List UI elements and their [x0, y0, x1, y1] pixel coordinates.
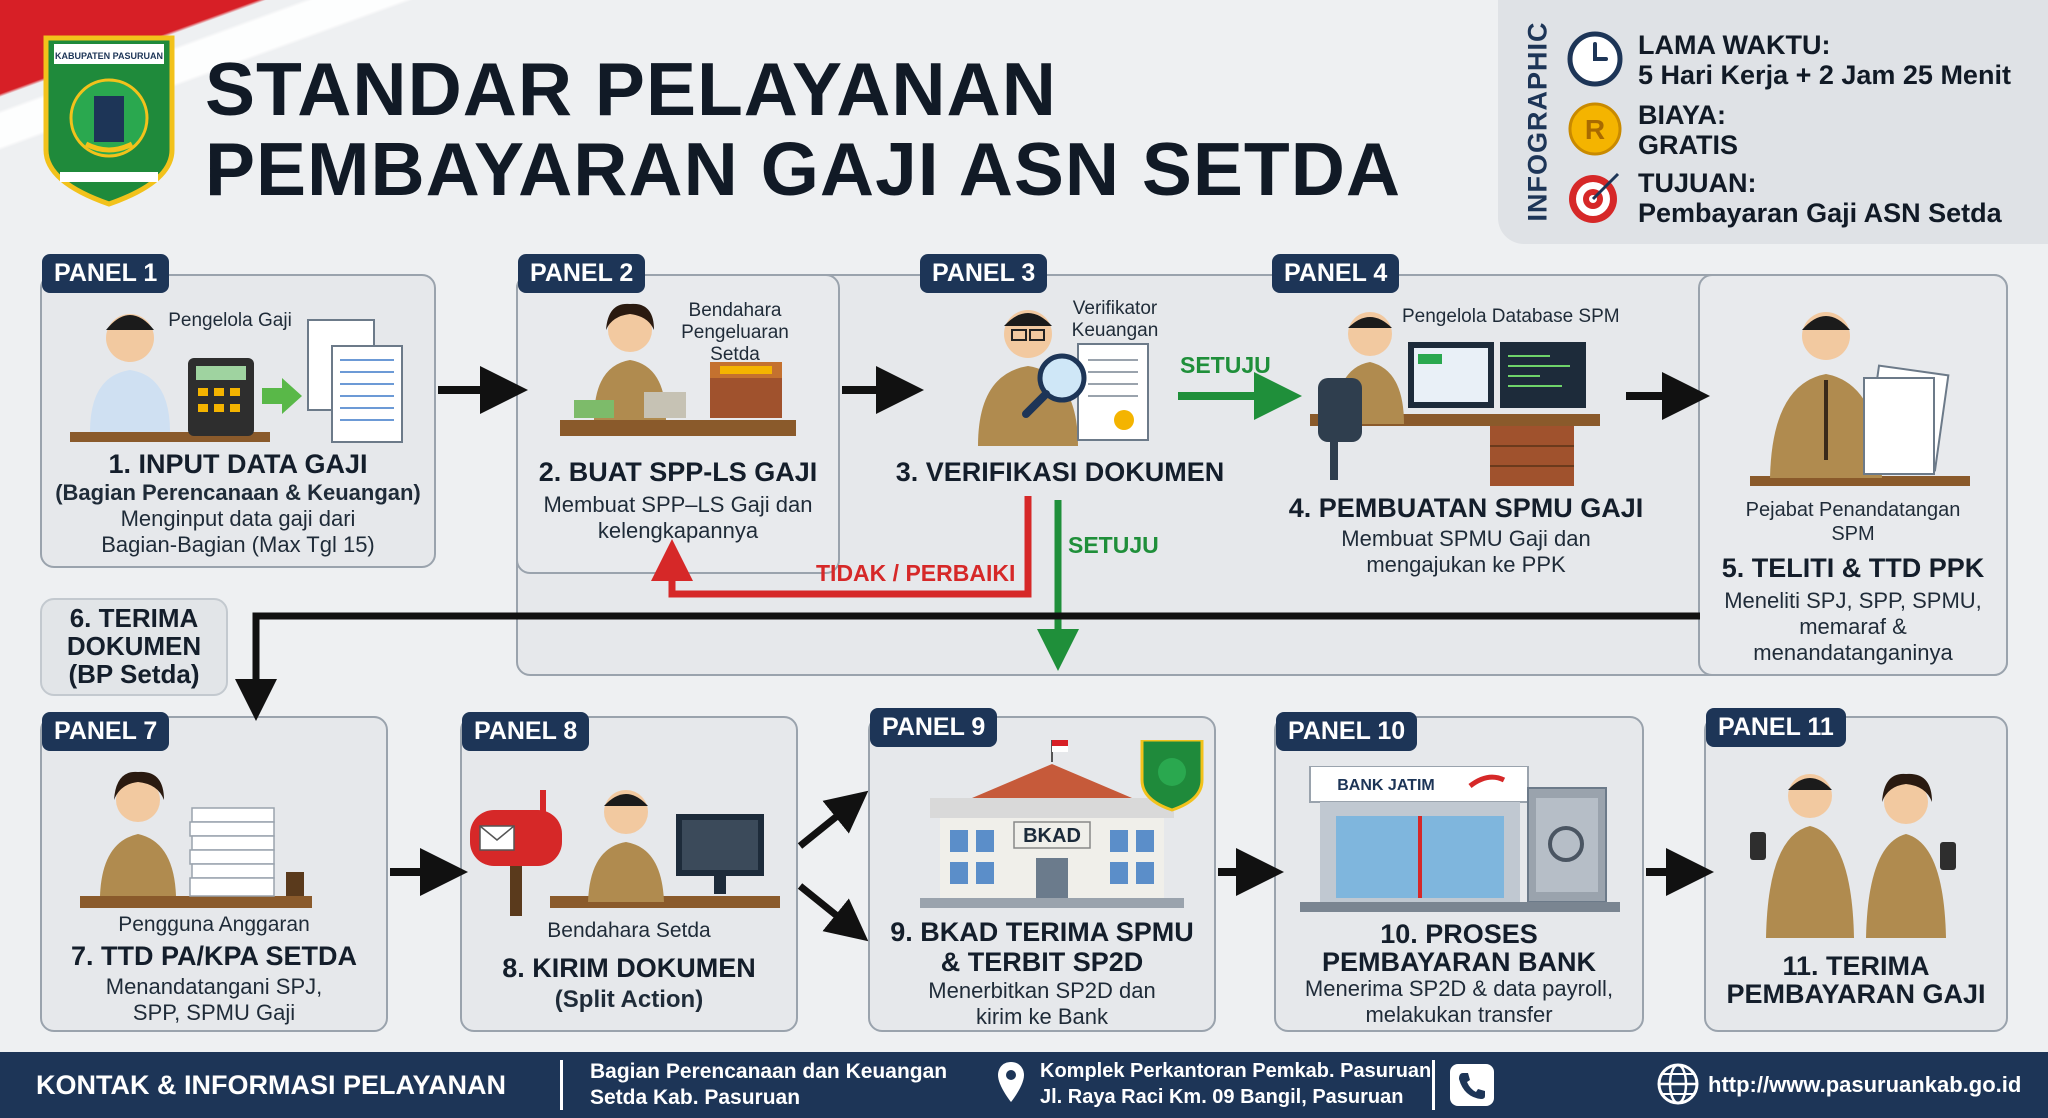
signing-official-illustration: [1750, 312, 1970, 486]
coin-icon: R: [1568, 102, 1622, 156]
panel-11-title-1: 11. TERIMA: [1782, 951, 1930, 981]
cost-label: BIAYA:: [1638, 100, 1727, 130]
goal-label: TUJUAN:: [1638, 168, 1757, 198]
panel-5-title: 5. TELITI & TTD PPK: [1721, 553, 1985, 583]
target-icon: [1569, 172, 1620, 223]
panel-10-title-2: PEMBAYARAN BANK: [1321, 947, 1597, 977]
panel-9-desc-1: Menerbitkan SP2D dan: [928, 978, 1156, 1003]
bank-illustration: BANK JATIM: [1300, 766, 1620, 912]
step-6-box: [40, 598, 228, 696]
panel-5-desc-2: memaraf &: [1799, 614, 1907, 639]
footer-heading: KONTAK & INFORMASI PELAYANAN: [36, 1070, 507, 1100]
employees-receiving-pay-illustration: [1750, 773, 1956, 938]
panel-4-role: Pengelola Database SPM: [1402, 306, 1620, 327]
panel-1-tag: PANEL 1: [42, 254, 170, 293]
panel-9-desc-2: kirim ke Bank: [975, 1004, 1109, 1029]
panel-7-role: Pengguna Anggaran: [118, 913, 310, 936]
panel-3-tag: PANEL 3: [920, 254, 1048, 293]
budget-user-illustration: [80, 771, 312, 908]
panel-11-tag: PANEL 11: [1706, 708, 1846, 747]
footer-office-2: Setda Kab. Pasuruan: [590, 1086, 801, 1109]
reject-label: TIDAK / PERBAIKI: [816, 560, 1016, 586]
svg-text:R: R: [1585, 114, 1605, 145]
regency-emblem-icon: KABUPATEN PASURUAN: [43, 35, 175, 207]
panel-4-tag: PANEL 4: [1272, 254, 1400, 293]
info-vertical-label: INFOGRAPHIC: [1522, 21, 1553, 222]
cost-value: GRATIS: [1638, 130, 1738, 160]
footer-divider-2: [1432, 1060, 1435, 1110]
dispatch-illustration: [470, 790, 780, 916]
panel-8-tag: PANEL 8: [462, 712, 590, 751]
panel-7-desc-1: Menandatangani SPJ,: [105, 974, 323, 999]
panel-7-tag: PANEL 7: [42, 712, 170, 751]
bkad-sign: BKAD: [1023, 825, 1081, 847]
page-title-line-1: STANDAR PELAYANAN: [205, 47, 1057, 131]
panel-3-role-2: Keuangan: [1071, 320, 1159, 341]
step-6-title-3: (BP Setda): [68, 659, 200, 689]
panel-11-title-2: PEMBAYARAN GAJI: [1726, 979, 1986, 1009]
panel-4-title: 4. PEMBUATAN SPMU GAJI: [1288, 493, 1644, 523]
panel-2-role-1: Bendahara: [688, 300, 782, 321]
panel-7-desc-2: SPP, SPMU Gaji: [132, 1000, 296, 1025]
panel-3-role-1: Verifikator: [1072, 298, 1158, 319]
panel-9-title-2: & TERBIT SP2D: [940, 947, 1144, 977]
panel-8-title: 8. KIRIM DOKUMEN: [502, 953, 756, 983]
duration-label: LAMA WAKTU:: [1638, 30, 1831, 60]
panel-2-desc-2: kelengkapannya: [597, 518, 759, 543]
treasurer-illustration: [560, 303, 796, 436]
panel-5-desc-3: menandatanganinya: [1753, 640, 1953, 665]
panel-11: [1704, 716, 2008, 1032]
panel-2-title: 2. BUAT SPP-LS GAJI: [538, 457, 818, 487]
approve-label-down: SETUJU: [1068, 532, 1159, 558]
panel-3-title: 3. VERIFIKASI DOKUMEN: [895, 457, 1225, 487]
page-title-line-2: PEMBAYARAN GAJI ASN SETDA: [205, 127, 1402, 211]
approve-label-right: SETUJU: [1180, 352, 1271, 378]
panel-7-title: 7. TTD PA/KPA SETDA: [70, 941, 358, 971]
emblem-text: KABUPATEN PASURUAN: [55, 51, 163, 61]
verifier-illustration: [978, 310, 1149, 446]
panel-8-subtitle: (Split Action): [554, 986, 704, 1013]
footer-address-2: Jl. Raya Raci Km. 09 Bangil, Pasuruan: [1040, 1086, 1404, 1108]
step-6-title-1: 6. TERIMA: [69, 603, 199, 633]
panel-1-title: 1. INPUT DATA GAJI: [108, 449, 368, 479]
goal-value: Pembayaran Gaji ASN Setda: [1638, 198, 2002, 228]
phone-icon[interactable]: [1450, 1064, 1494, 1106]
panel-1-role: Pengelola Gaji: [168, 310, 292, 331]
bkad-building-illustration: BKAD: [920, 740, 1204, 908]
panel-10-title-1: 10. PROSES: [1380, 919, 1538, 949]
duration-value: 5 Hari Kerja + 2 Jam 25 Menit: [1638, 60, 2011, 90]
panel-2-role-2: Pengeluaran: [681, 322, 789, 343]
panel-10-desc-2: melakukan transfer: [1365, 1002, 1553, 1027]
arrow-8-to-9-lower: [797, 883, 869, 942]
panel-1-desc-1: Menginput data gaji dari: [120, 506, 356, 531]
clock-icon: [1567, 31, 1623, 87]
panel-1-desc-2: Bagian-Bagian (Max Tgl 15): [101, 532, 375, 557]
arrow-8-to-9-upper: [797, 790, 869, 849]
location-pin-icon: [998, 1062, 1024, 1102]
database-operator-illustration: [1310, 312, 1600, 486]
panel-9-title-1: 9. BKAD TERIMA SPMU: [890, 917, 1194, 947]
globe-icon: [1657, 1063, 1699, 1105]
panel-4-desc-1: Membuat SPMU Gaji dan: [1341, 526, 1591, 551]
footer-address-1: Komplek Perkantoran Pemkab. Pasuruan: [1040, 1060, 1432, 1082]
payroll-clerk-illustration: [70, 314, 403, 443]
panel-1-subtitle: (Bagian Perencanaan & Keuangan): [55, 480, 421, 505]
panel-2-desc-1: Membuat SPP–LS Gaji dan: [543, 492, 813, 517]
footer-website-link[interactable]: http://www.pasuruankab.go.id: [1708, 1072, 2022, 1097]
panel-5-role-1: Pejabat Penandatangan: [1745, 499, 1961, 521]
footer-office-1: Bagian Perencanaan dan Keuangan: [590, 1060, 948, 1083]
panel-2-tag: PANEL 2: [518, 254, 646, 293]
footer-bar: [0, 1052, 2048, 1118]
step-6-title-2: DOKUMEN: [66, 631, 202, 661]
panel-2-role-3: Setda: [710, 344, 760, 365]
panel-4-desc-2: mengajukan ke PPK: [1366, 552, 1566, 577]
panel-5-role-2: SPM: [1831, 523, 1875, 545]
panel-5-desc-1: Meneliti SPJ, SPP, SPMU,: [1724, 588, 1982, 613]
bank-sign: BANK JATIM: [1337, 777, 1434, 794]
panel-10-tag: PANEL 10: [1276, 712, 1418, 751]
panel-9-tag: PANEL 9: [870, 708, 998, 747]
footer-divider-1: [560, 1060, 563, 1110]
panel-8-role: Bendahara Setda: [547, 919, 711, 942]
panel-10-desc-1: Menerima SP2D & data payroll,: [1304, 976, 1614, 1001]
